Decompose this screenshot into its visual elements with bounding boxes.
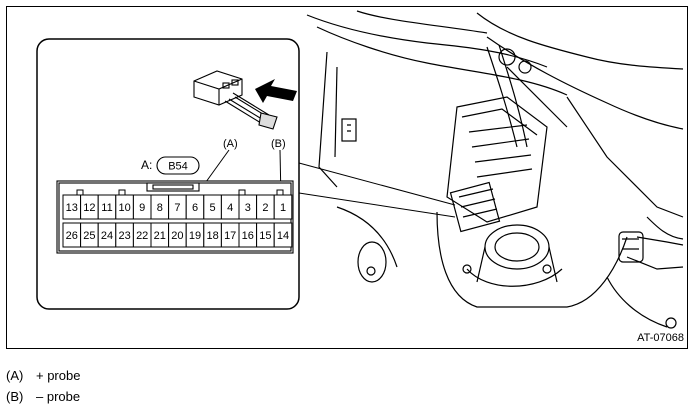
pin-label-bottom: 23	[118, 230, 130, 242]
pin-label-top: 13	[66, 202, 78, 214]
key-tab	[76, 189, 84, 196]
legend-key: (A)	[6, 368, 24, 383]
probe-b-label: (B)	[271, 138, 286, 150]
key-tab	[238, 189, 246, 196]
pin-cell	[273, 222, 293, 248]
pin-label-bottom: 25	[83, 230, 95, 242]
connector-name-badge	[156, 156, 200, 175]
legend-text: + probe	[36, 368, 81, 383]
pin-label-top: 3	[245, 202, 251, 214]
pin-label-top: 9	[139, 202, 145, 214]
pin-label-top: 4	[227, 202, 233, 214]
pin-label-bottom: 16	[242, 230, 254, 242]
pin-label-bottom: 21	[154, 230, 166, 242]
pin-label-bottom: 20	[171, 230, 183, 242]
pin-label-top: 1	[280, 202, 286, 214]
leader-line-top	[298, 162, 456, 206]
pin-label-bottom: 26	[66, 230, 78, 242]
leader-line-bottom	[298, 192, 456, 218]
legend-text: – probe	[36, 389, 81, 404]
pin-label-bottom: 18	[206, 230, 218, 242]
pin-label-bottom: 22	[136, 230, 148, 242]
connector-plug-icon	[193, 70, 278, 130]
pin-label-top: 6	[192, 202, 198, 214]
pin-label-top: 5	[210, 202, 216, 214]
legend-item-b: (B) – probe	[6, 389, 80, 404]
pin-label-top: 2	[262, 202, 268, 214]
connector-prefix: A:	[141, 158, 152, 172]
pin-label-top: 12	[83, 202, 95, 214]
vehicle-sketch	[306, 10, 684, 329]
pin-label-bottom: 14	[277, 230, 289, 242]
arrow-icon	[255, 79, 297, 103]
connector-name: B54	[168, 161, 188, 173]
pin-label-top: 7	[174, 202, 180, 214]
legend-item-a: (A) + probe	[6, 368, 80, 383]
probe-a-label: (A)	[223, 138, 238, 150]
key-tab	[276, 189, 284, 196]
pin-label-bottom: 24	[101, 230, 113, 242]
legend-key: (B)	[6, 389, 24, 404]
pin-label-bottom: 19	[189, 230, 201, 242]
pin-label-bottom: 17	[224, 230, 236, 242]
pin-label-top: 11	[101, 202, 112, 214]
pin-label-top: 8	[157, 202, 163, 214]
key-tab	[118, 189, 126, 196]
pin-label-top: 10	[118, 202, 130, 214]
pin-label-bottom: 15	[259, 230, 271, 242]
